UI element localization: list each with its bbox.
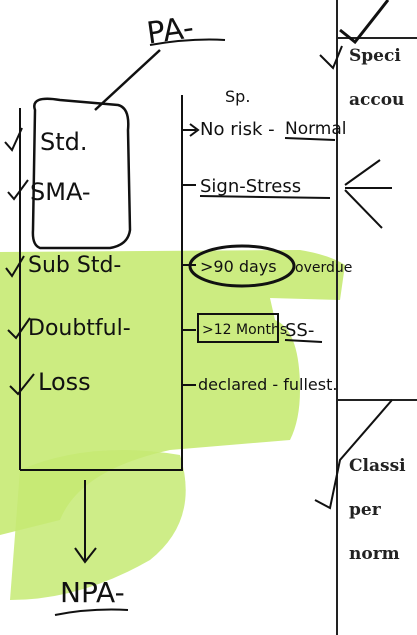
branch-lines [344,159,392,229]
pa-pointer-line [94,49,161,111]
ss-label: SS- [285,320,314,341]
check-doubtful [7,317,31,340]
npa-arrow-head [74,547,97,564]
check-substd [5,255,25,278]
printed-classification: Classi [349,456,406,476]
ninety-days-oval [188,244,296,288]
pa-underline [149,38,226,46]
check-classification [314,399,393,510]
pa-label: PA- [145,10,196,51]
highlight-lower [10,450,186,600]
check-top [339,0,390,45]
overdue-label: overdue [295,260,352,276]
connector-no-risk-arrow [189,123,200,137]
printed-norms: norm [349,544,400,564]
substd-label: Sub Std- [28,253,121,278]
std-label: Std. [40,128,88,156]
declared-label: declared - fullest. [198,375,337,394]
printed-accounts: accou [349,90,405,110]
check-sma [7,179,29,201]
check-loss [9,373,35,396]
twelve-months-box [197,313,279,343]
std-sma-box [31,97,132,250]
check-special [319,45,343,70]
twelve-months-label: >12 Months [202,322,287,338]
loss-label: Loss [38,368,91,396]
sign-stress-label: Sign-Stress [200,176,301,197]
printed-per: per [349,500,381,520]
normal-underline [284,137,336,141]
sp-label: Sp. [225,87,250,106]
normal-label: Normal [285,119,347,139]
sma-label: SMA- [30,178,91,206]
ninety-days-label: >90 days [200,257,277,276]
no-risk-label: No risk - [200,119,275,140]
ss-underline [284,339,323,343]
doubtful-label: Doubtful- [28,316,131,341]
printed-special: Speci [349,46,401,66]
sign-stress-underline [199,195,331,199]
npa-label: NPA- [60,576,125,609]
check-std [4,127,23,152]
npa-underline [54,608,129,616]
